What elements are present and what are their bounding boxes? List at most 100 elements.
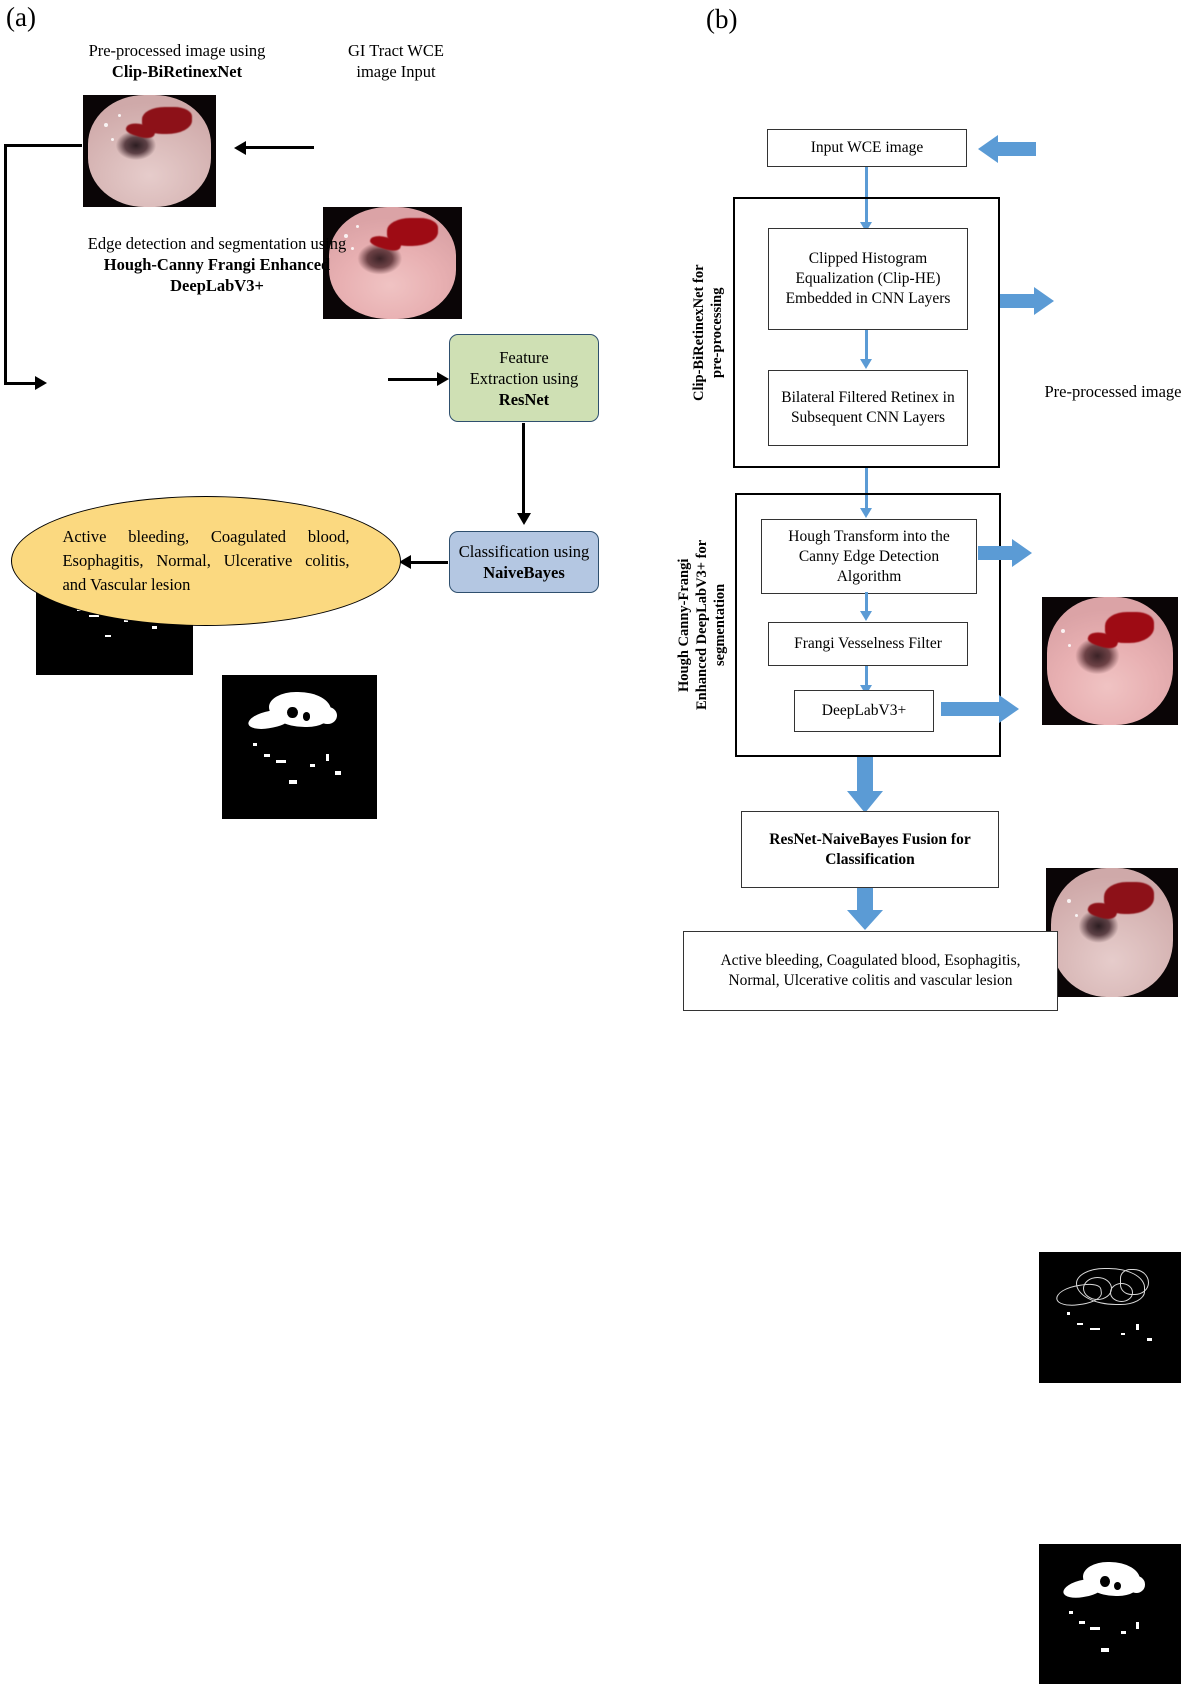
segmentation-group-label: Hough Canny-Frangi Enhanced DeepLabV3+ f… xyxy=(676,539,728,711)
caption-preprocessed: Pre-processed image using Clip-BiRetinex… xyxy=(42,40,312,82)
edge-speck xyxy=(89,614,100,617)
panel-b-label: (b) xyxy=(706,4,738,34)
caption-input-line1: GI Tract WCE xyxy=(348,41,444,60)
output-classes-box-b: Active bleeding, Coagulated blood, Esoph… xyxy=(683,931,1058,1011)
caption-preprocessed-line2: Clip-BiRetinexNet xyxy=(111,62,243,81)
caption-input: GI Tract WCE image Input xyxy=(316,40,476,82)
connector-clip-he-to-retinex-head xyxy=(860,359,872,369)
arrow-input-to-preprocessed-head xyxy=(234,141,246,155)
preprocessed-image-b xyxy=(1046,868,1178,997)
connector-frangi-to-deeplab xyxy=(865,666,868,688)
edge-speck xyxy=(276,759,287,763)
output-classes-ellipse: Active bleeding, Coagulated blood, Esoph… xyxy=(11,496,401,626)
classification-line2: NaiveBayes xyxy=(483,563,565,582)
edge-speck xyxy=(1121,1333,1126,1336)
fusion-box[interactable]: ResNet-NaiveBayes Fusion for Classificat… xyxy=(741,811,999,888)
edge-speck xyxy=(325,754,329,762)
clip-he-box[interactable]: Clipped Histogram Equalization (Clip-HE)… xyxy=(768,228,968,330)
input-wce-image-label: Input WCE image xyxy=(810,139,924,156)
segmentation-image-b xyxy=(1039,1544,1181,1684)
edge-speck xyxy=(1135,1622,1139,1630)
edge-speck xyxy=(1090,1327,1101,1330)
specular-highlight xyxy=(1061,629,1066,633)
specular-highlight xyxy=(117,114,121,118)
lesion-hole xyxy=(302,712,311,722)
connector-to-edge-horizontal xyxy=(4,382,36,385)
specular-highlight xyxy=(104,123,109,127)
input-image-a xyxy=(323,207,462,319)
edge-speck xyxy=(263,754,270,758)
input-wce-image-box[interactable]: Input WCE image xyxy=(767,129,967,167)
specular-highlight xyxy=(1067,898,1072,903)
specular-highlight xyxy=(350,247,354,251)
block-arrow-preprocess-to-image xyxy=(1000,285,1054,317)
deeplabv3-label: DeepLabV3+ xyxy=(821,702,907,719)
arrow-feature-to-classification-line xyxy=(522,423,525,515)
arrow-left-glyph xyxy=(978,135,1036,163)
edge-speck xyxy=(253,742,257,746)
edge-speck xyxy=(1078,1621,1085,1624)
edge-speck xyxy=(123,620,128,623)
bilateral-retinex-box[interactable]: Bilateral Filtered Retinex in Subsequent… xyxy=(768,370,968,446)
connector-clip-he-to-retinex xyxy=(865,330,868,362)
edge-speck xyxy=(1077,1322,1084,1325)
edge-contour xyxy=(1119,1269,1149,1295)
edge-speck xyxy=(288,780,297,785)
specular-highlight xyxy=(343,233,348,238)
arrow-down-glyph xyxy=(847,888,883,930)
specular-highlight xyxy=(356,224,360,228)
segmentation-image-a xyxy=(222,675,377,819)
edge-speck xyxy=(152,626,158,630)
arrow-classification-to-output-line xyxy=(410,561,448,564)
panel-a-label: (a) xyxy=(6,2,36,32)
block-arrow-image-to-input xyxy=(978,132,1036,166)
feature-extraction-box[interactable]: Feature Extraction using ResNet xyxy=(449,334,599,422)
caption-input-line2: image Input xyxy=(356,62,436,81)
hough-canny-box[interactable]: Hough Transform into the Canny Edge Dete… xyxy=(761,519,977,594)
frangi-filter-box[interactable]: Frangi Vesselness Filter xyxy=(768,622,968,666)
edge-speck xyxy=(1067,1312,1071,1316)
arrow-feature-to-classification-head xyxy=(517,513,531,525)
feature-extraction-line2: Extraction using xyxy=(469,368,579,388)
specular-highlight xyxy=(1067,644,1071,648)
arrow-right-glyph xyxy=(978,539,1032,567)
edge-speck xyxy=(1101,1647,1110,1652)
lesion-blob xyxy=(1128,1576,1146,1593)
connector-preprocessed-vertical xyxy=(4,144,7,384)
connector-hough-to-frangi-head xyxy=(860,611,872,621)
connector-preprocess-to-segment xyxy=(865,468,868,512)
caption-segmentation: Edge detection and segmentation using Ho… xyxy=(32,233,402,296)
arrow-input-to-preprocessed-line xyxy=(246,146,314,149)
edge-speck xyxy=(105,634,112,637)
specular-highlight xyxy=(1075,914,1079,918)
edge-contour xyxy=(1054,1281,1104,1309)
clip-he-label: Clipped Histogram Equalization (Clip-HE)… xyxy=(785,250,951,307)
lesion-blob xyxy=(318,706,337,724)
lesion-blob xyxy=(1061,1577,1105,1601)
connector-preprocess-to-segment-head xyxy=(860,508,872,518)
connector-preprocessed-horizontal xyxy=(4,144,82,147)
bilateral-retinex-label: Bilateral Filtered Retinex in Subsequent… xyxy=(781,389,955,426)
block-arrow-hough-to-edge-image xyxy=(978,537,1032,569)
caption-segmentation-line2: Hough-Canny Frangi Enhanced xyxy=(103,255,331,274)
edge-speck xyxy=(1135,1324,1139,1331)
frangi-filter-label: Frangi Vesselness Filter xyxy=(794,635,942,652)
classification-line1: Classification using xyxy=(458,542,590,561)
input-image-b xyxy=(1042,597,1178,725)
deeplabv3-box[interactable]: DeepLabV3+ xyxy=(794,690,934,732)
arrow-to-feature-head xyxy=(437,372,449,386)
caption-segmentation-line3: DeepLabV3+ xyxy=(170,276,264,295)
specular-highlight xyxy=(110,137,114,141)
feature-extraction-line1: Feature xyxy=(499,347,549,367)
hough-canny-label: Hough Transform into the Canny Edge Dete… xyxy=(788,527,950,585)
block-arrow-deeplab-to-mask-image xyxy=(941,693,1019,725)
preprocessing-group xyxy=(733,197,1000,468)
classification-box[interactable]: Classification using NaiveBayes xyxy=(449,531,599,593)
caption-preprocessed-b: Pre-processed image xyxy=(1044,382,1182,401)
edge-speck xyxy=(310,764,316,768)
connector-to-edge-head xyxy=(35,376,47,390)
edge-speck xyxy=(1068,1611,1073,1615)
caption-segmentation-line1: Edge detection and segmentation using xyxy=(87,234,347,253)
edge-speck xyxy=(1121,1630,1127,1634)
output-classes-text: Active bleeding, Coagulated blood, Esoph… xyxy=(62,527,350,594)
